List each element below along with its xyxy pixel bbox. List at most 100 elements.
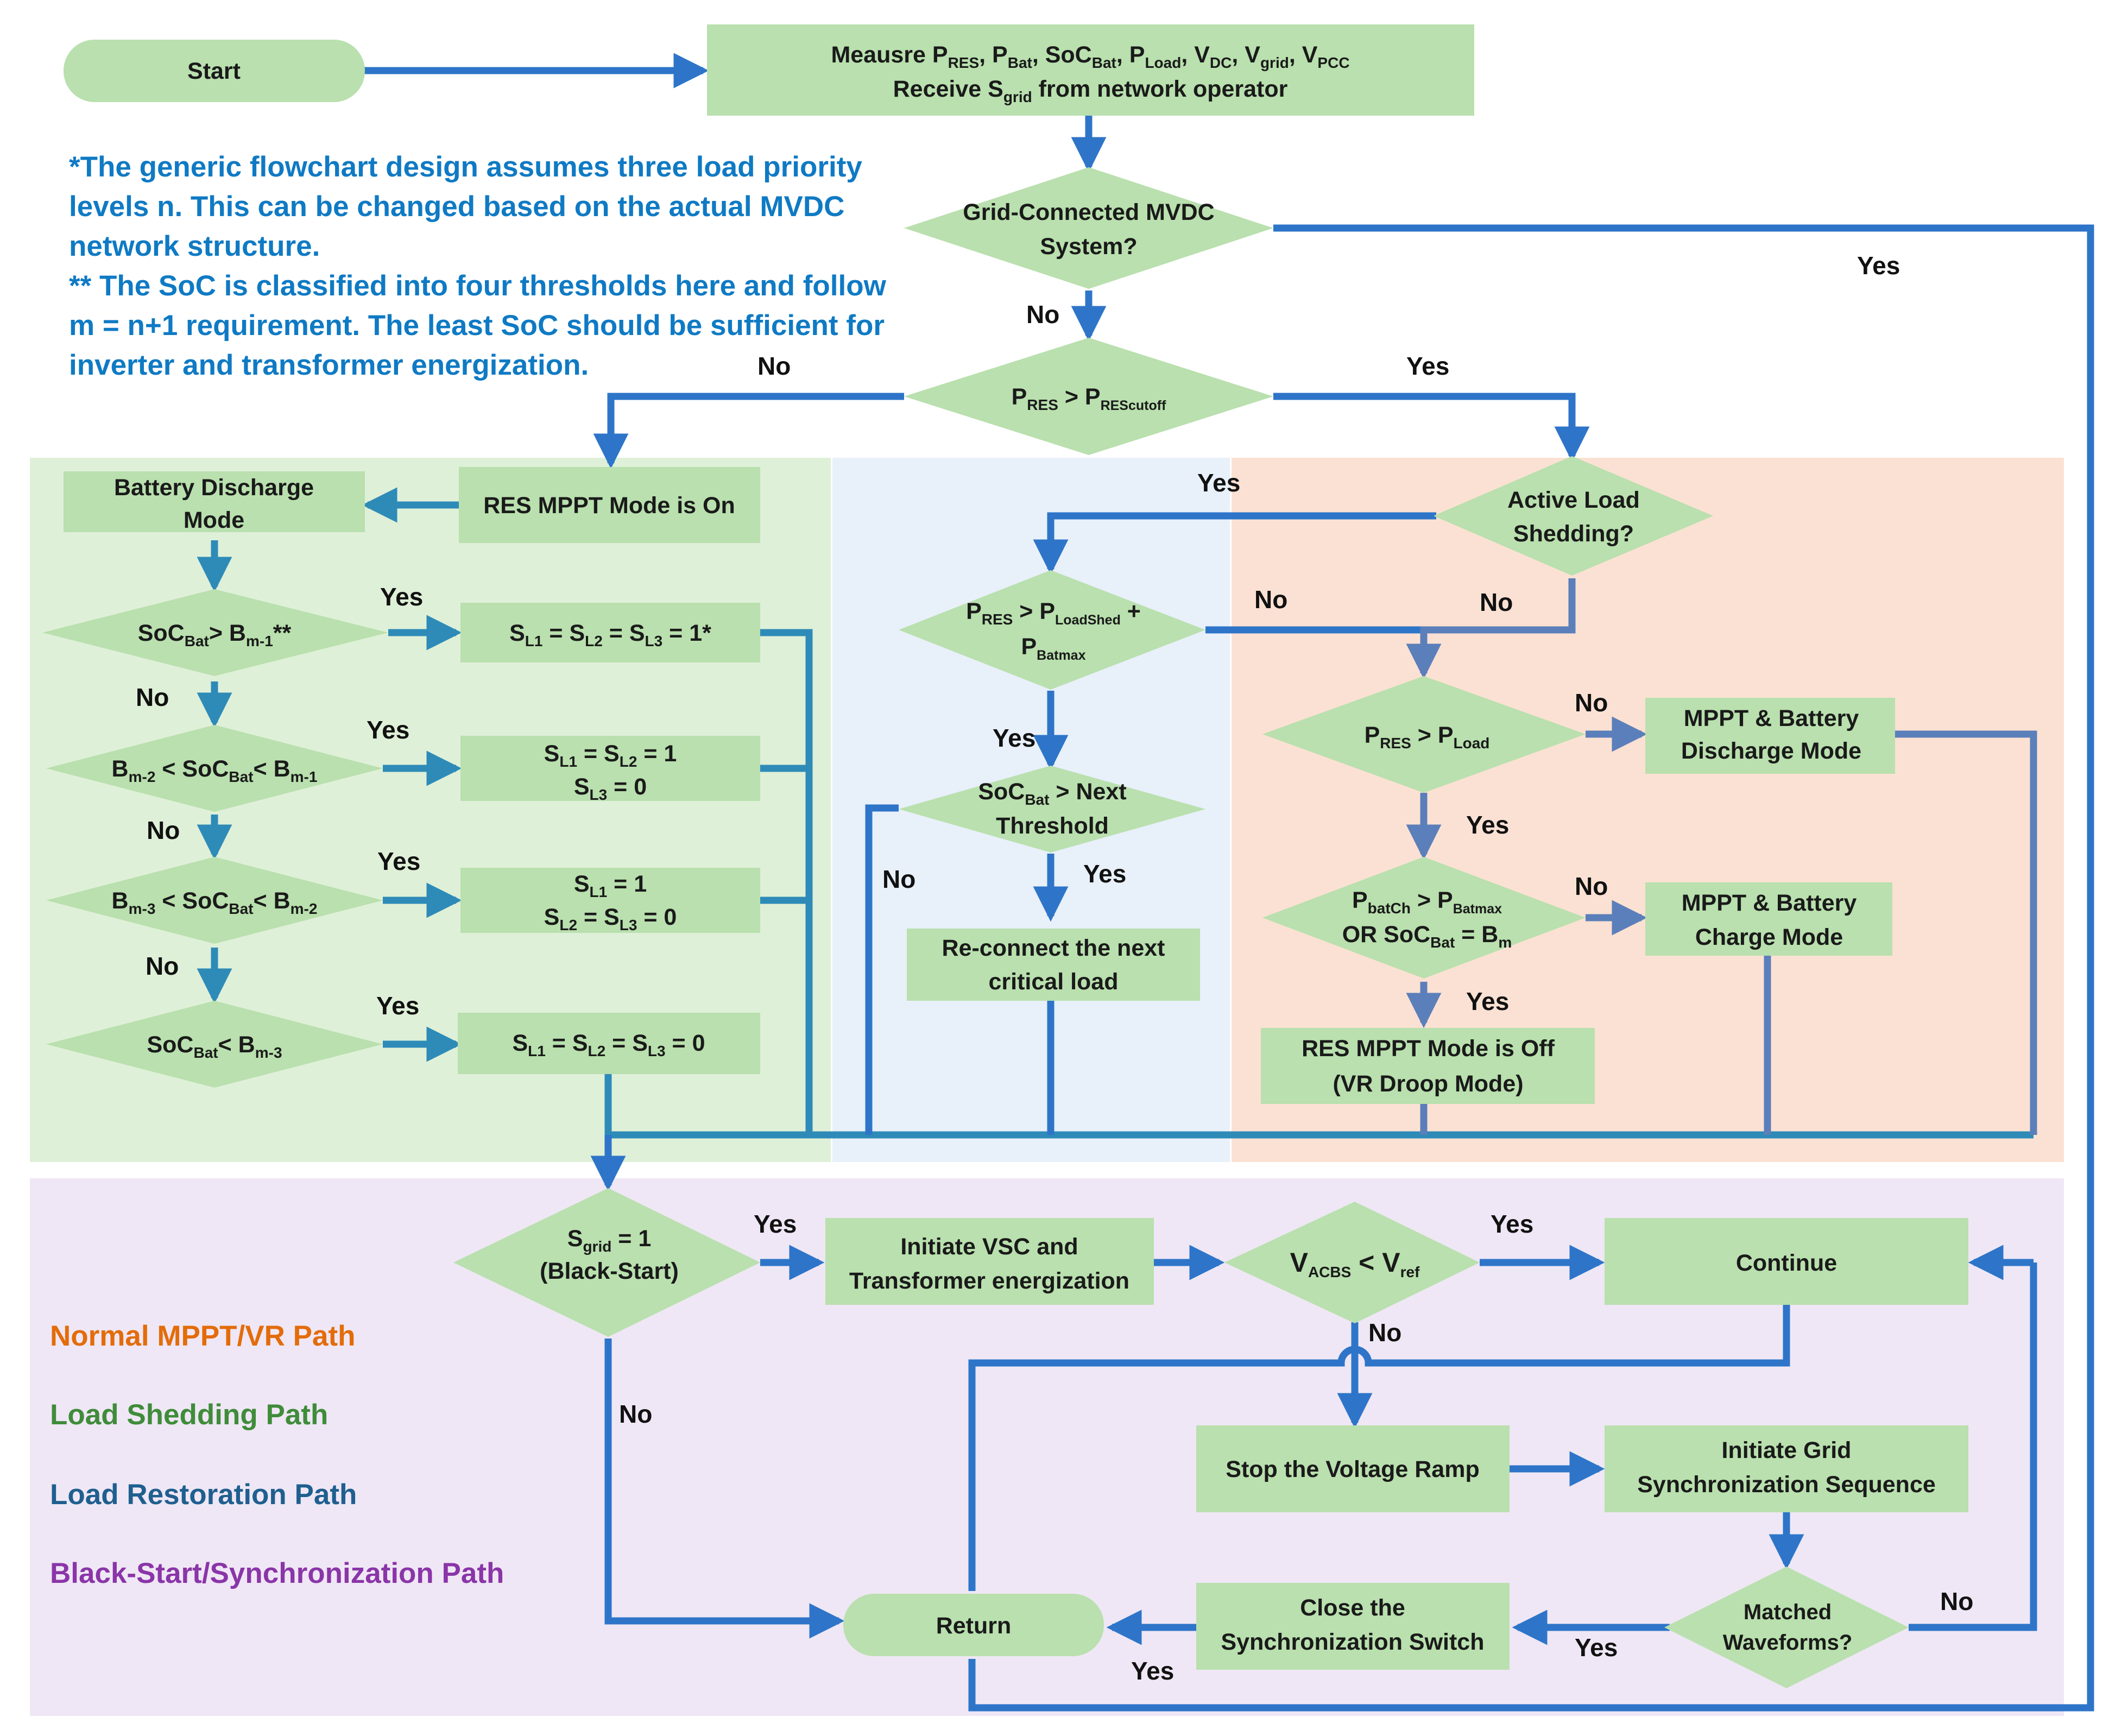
s-box-3-label-1: SL1​ = 1 xyxy=(574,871,647,900)
s-box-2-label-2: SL3​ = 0 xyxy=(574,774,647,803)
s-box-2-label-1: SL1​ = SL2​ = 1 xyxy=(544,741,677,770)
reconnect-label-1: Re-connect the next xyxy=(942,935,1165,961)
soc-decision-3-label: Bm-3​ < SoCBat​< Bm-2​ xyxy=(112,888,318,917)
close-switch-yes-label: Yes xyxy=(1131,1657,1174,1685)
soc-2-no-label: No xyxy=(147,816,180,844)
s-box-4-label: SL1​ = SL2​ = SL3​ = 0 xyxy=(512,1030,705,1059)
battery-discharge-box xyxy=(64,471,365,532)
res-mppt-on-label: RES MPPT Mode is On xyxy=(483,493,735,519)
soc-decision-3 xyxy=(46,857,383,944)
s-box-1 xyxy=(460,603,760,662)
note-line-1: *The generic flowchart design assumes th… xyxy=(69,151,862,183)
continue-label: Continue xyxy=(1736,1250,1837,1276)
pres-pload-no-label: No xyxy=(1575,689,1608,717)
measure-label-line2: Receive Sgrid​ from network operator xyxy=(893,76,1288,105)
note-line-3: network structure. xyxy=(69,230,320,262)
initiate-vsc-label-1: Initiate VSC and xyxy=(900,1234,1078,1260)
soc-2-yes-label: Yes xyxy=(367,716,409,744)
legend-load-shedding-path: Load Shedding Path xyxy=(50,1399,328,1431)
pbatch-decision xyxy=(1262,857,1586,979)
s-box-1-label: SL1​ = SL2​ = SL3​ = 1* xyxy=(509,620,711,649)
s-box-4 xyxy=(458,1013,760,1074)
mppt-discharge-label-2: Discharge Mode xyxy=(1681,738,1861,764)
soc-3-no-label: No xyxy=(146,952,179,980)
s-box-3-label-2: SL2​ = SL3​ = 0 xyxy=(544,904,677,933)
start-terminal xyxy=(64,40,365,102)
soc-1-no-label: No xyxy=(136,683,169,711)
close-switch-box xyxy=(1196,1583,1510,1670)
grid-sync-box xyxy=(1605,1425,1968,1512)
matched-label-1: Matched xyxy=(1744,1600,1832,1624)
battery-discharge-label-2: Mode xyxy=(184,507,244,533)
vacbs-label: VACBS​ < Vref​ xyxy=(1290,1247,1420,1280)
stop-ramp-box xyxy=(1196,1425,1510,1512)
matched-label-2: Waveforms? xyxy=(1723,1631,1853,1655)
initiate-vsc-box xyxy=(825,1218,1154,1305)
grid-sync-label-2: Synchronization Sequence xyxy=(1637,1472,1936,1498)
mppt-charge-label-1: MPPT & Battery xyxy=(1682,890,1857,916)
note-line-6: inverter and transformer energization. xyxy=(69,349,589,381)
matched-no-label: No xyxy=(1940,1587,1973,1615)
soc-decision-1 xyxy=(42,589,388,676)
active-load-shedding-label-1: Active Load xyxy=(1507,487,1640,513)
soc-next-no-label: No xyxy=(882,865,915,893)
pbatch-label-1: PbatCh​ > PBatmax​ xyxy=(1352,887,1502,917)
vacbs-yes-label: Yes xyxy=(1491,1210,1533,1238)
pres-cutoff-decision xyxy=(904,338,1273,455)
s-box-2 xyxy=(460,736,760,801)
soc-decision-2-label: Bm-2​ < SoCBat​< Bm-1​ xyxy=(112,756,318,785)
initiate-vsc-label-2: Transformer energization xyxy=(849,1268,1129,1294)
pbatch-no-label: No xyxy=(1575,872,1608,900)
return-terminal xyxy=(843,1594,1104,1656)
pres-loadshed-yes-label: Yes xyxy=(993,724,1035,752)
measure-label-line1: Meausre PRES​, PBat​, SoCBat​, PLoad​, V… xyxy=(831,42,1349,71)
legend-load-restoration-path: Load Restoration Path xyxy=(50,1479,357,1511)
stop-ramp-label: Stop the Voltage Ramp xyxy=(1226,1456,1479,1482)
close-switch-label-2: Synchronization Switch xyxy=(1221,1629,1485,1655)
pres-pload-decision xyxy=(1262,676,1586,793)
s-box-3 xyxy=(460,868,760,933)
continue-box xyxy=(1605,1218,1968,1305)
grid-connected-decision xyxy=(904,167,1273,289)
sgrid-no-label: No xyxy=(619,1400,652,1428)
pres-pload-label: PRES​ > PLoad​ xyxy=(1365,722,1490,752)
matched-decision xyxy=(1664,1567,1909,1688)
sgrid-decision xyxy=(453,1188,760,1337)
grid-connected-no-label: No xyxy=(1026,300,1059,329)
res-mppt-off-box xyxy=(1261,1028,1595,1104)
active-load-shedding-yes-label: Yes xyxy=(1197,469,1240,497)
active-load-shedding-decision xyxy=(1434,456,1713,576)
mppt-charge-label-2: Charge Mode xyxy=(1695,924,1843,950)
reconnect-label-2: critical load xyxy=(989,969,1119,995)
pres-loadshed-label-1: PRES​ > PLoadShed​ + xyxy=(966,598,1141,628)
res-mppt-off-label-1: RES MPPT Mode is Off xyxy=(1302,1036,1555,1062)
start-label: Start xyxy=(187,58,241,84)
measure-box xyxy=(707,24,1474,116)
return-label: Return xyxy=(936,1613,1012,1639)
note-line-2: levels n. This can be changed based on t… xyxy=(69,191,844,223)
sgrid-yes-label: Yes xyxy=(754,1210,797,1238)
close-switch-label-1: Close the xyxy=(1300,1595,1405,1621)
mppt-discharge-box xyxy=(1645,698,1895,774)
grid-connected-label-2: System? xyxy=(1040,233,1137,260)
matched-yes-label: Yes xyxy=(1575,1633,1618,1662)
pres-cutoff-no-label: No xyxy=(757,352,791,380)
soc-decision-4-label: SoCBat​< Bm-3​ xyxy=(147,1032,282,1061)
grid-connected-label-1: Grid-Connected MVDC xyxy=(963,199,1214,225)
note-line-4: ** The SoC is classified into four thres… xyxy=(69,270,887,302)
vacbs-decision xyxy=(1224,1202,1480,1323)
pbatch-yes-label: Yes xyxy=(1466,987,1509,1015)
battery-discharge-label-1: Battery Discharge xyxy=(114,475,314,501)
legend-normal-path: Normal MPPT/VR Path xyxy=(50,1320,355,1352)
pbatch-label-2: OR SoCBat​ = Bm​ xyxy=(1342,921,1512,951)
sgrid-label-1: Sgrid​ = 1 xyxy=(567,1226,652,1255)
soc-3-yes-label: Yes xyxy=(377,847,420,875)
mppt-charge-box xyxy=(1645,882,1892,956)
soc-4-yes-label: Yes xyxy=(376,992,419,1020)
mppt-discharge-label-1: MPPT & Battery xyxy=(1684,705,1859,731)
pres-cutoff-label: PRES​ > PREScutoff​ xyxy=(1012,384,1166,413)
sgrid-label-2: (Black-Start) xyxy=(540,1258,679,1284)
soc-1-yes-label: Yes xyxy=(380,583,423,611)
pres-cutoff-yes-label: Yes xyxy=(1406,352,1449,380)
